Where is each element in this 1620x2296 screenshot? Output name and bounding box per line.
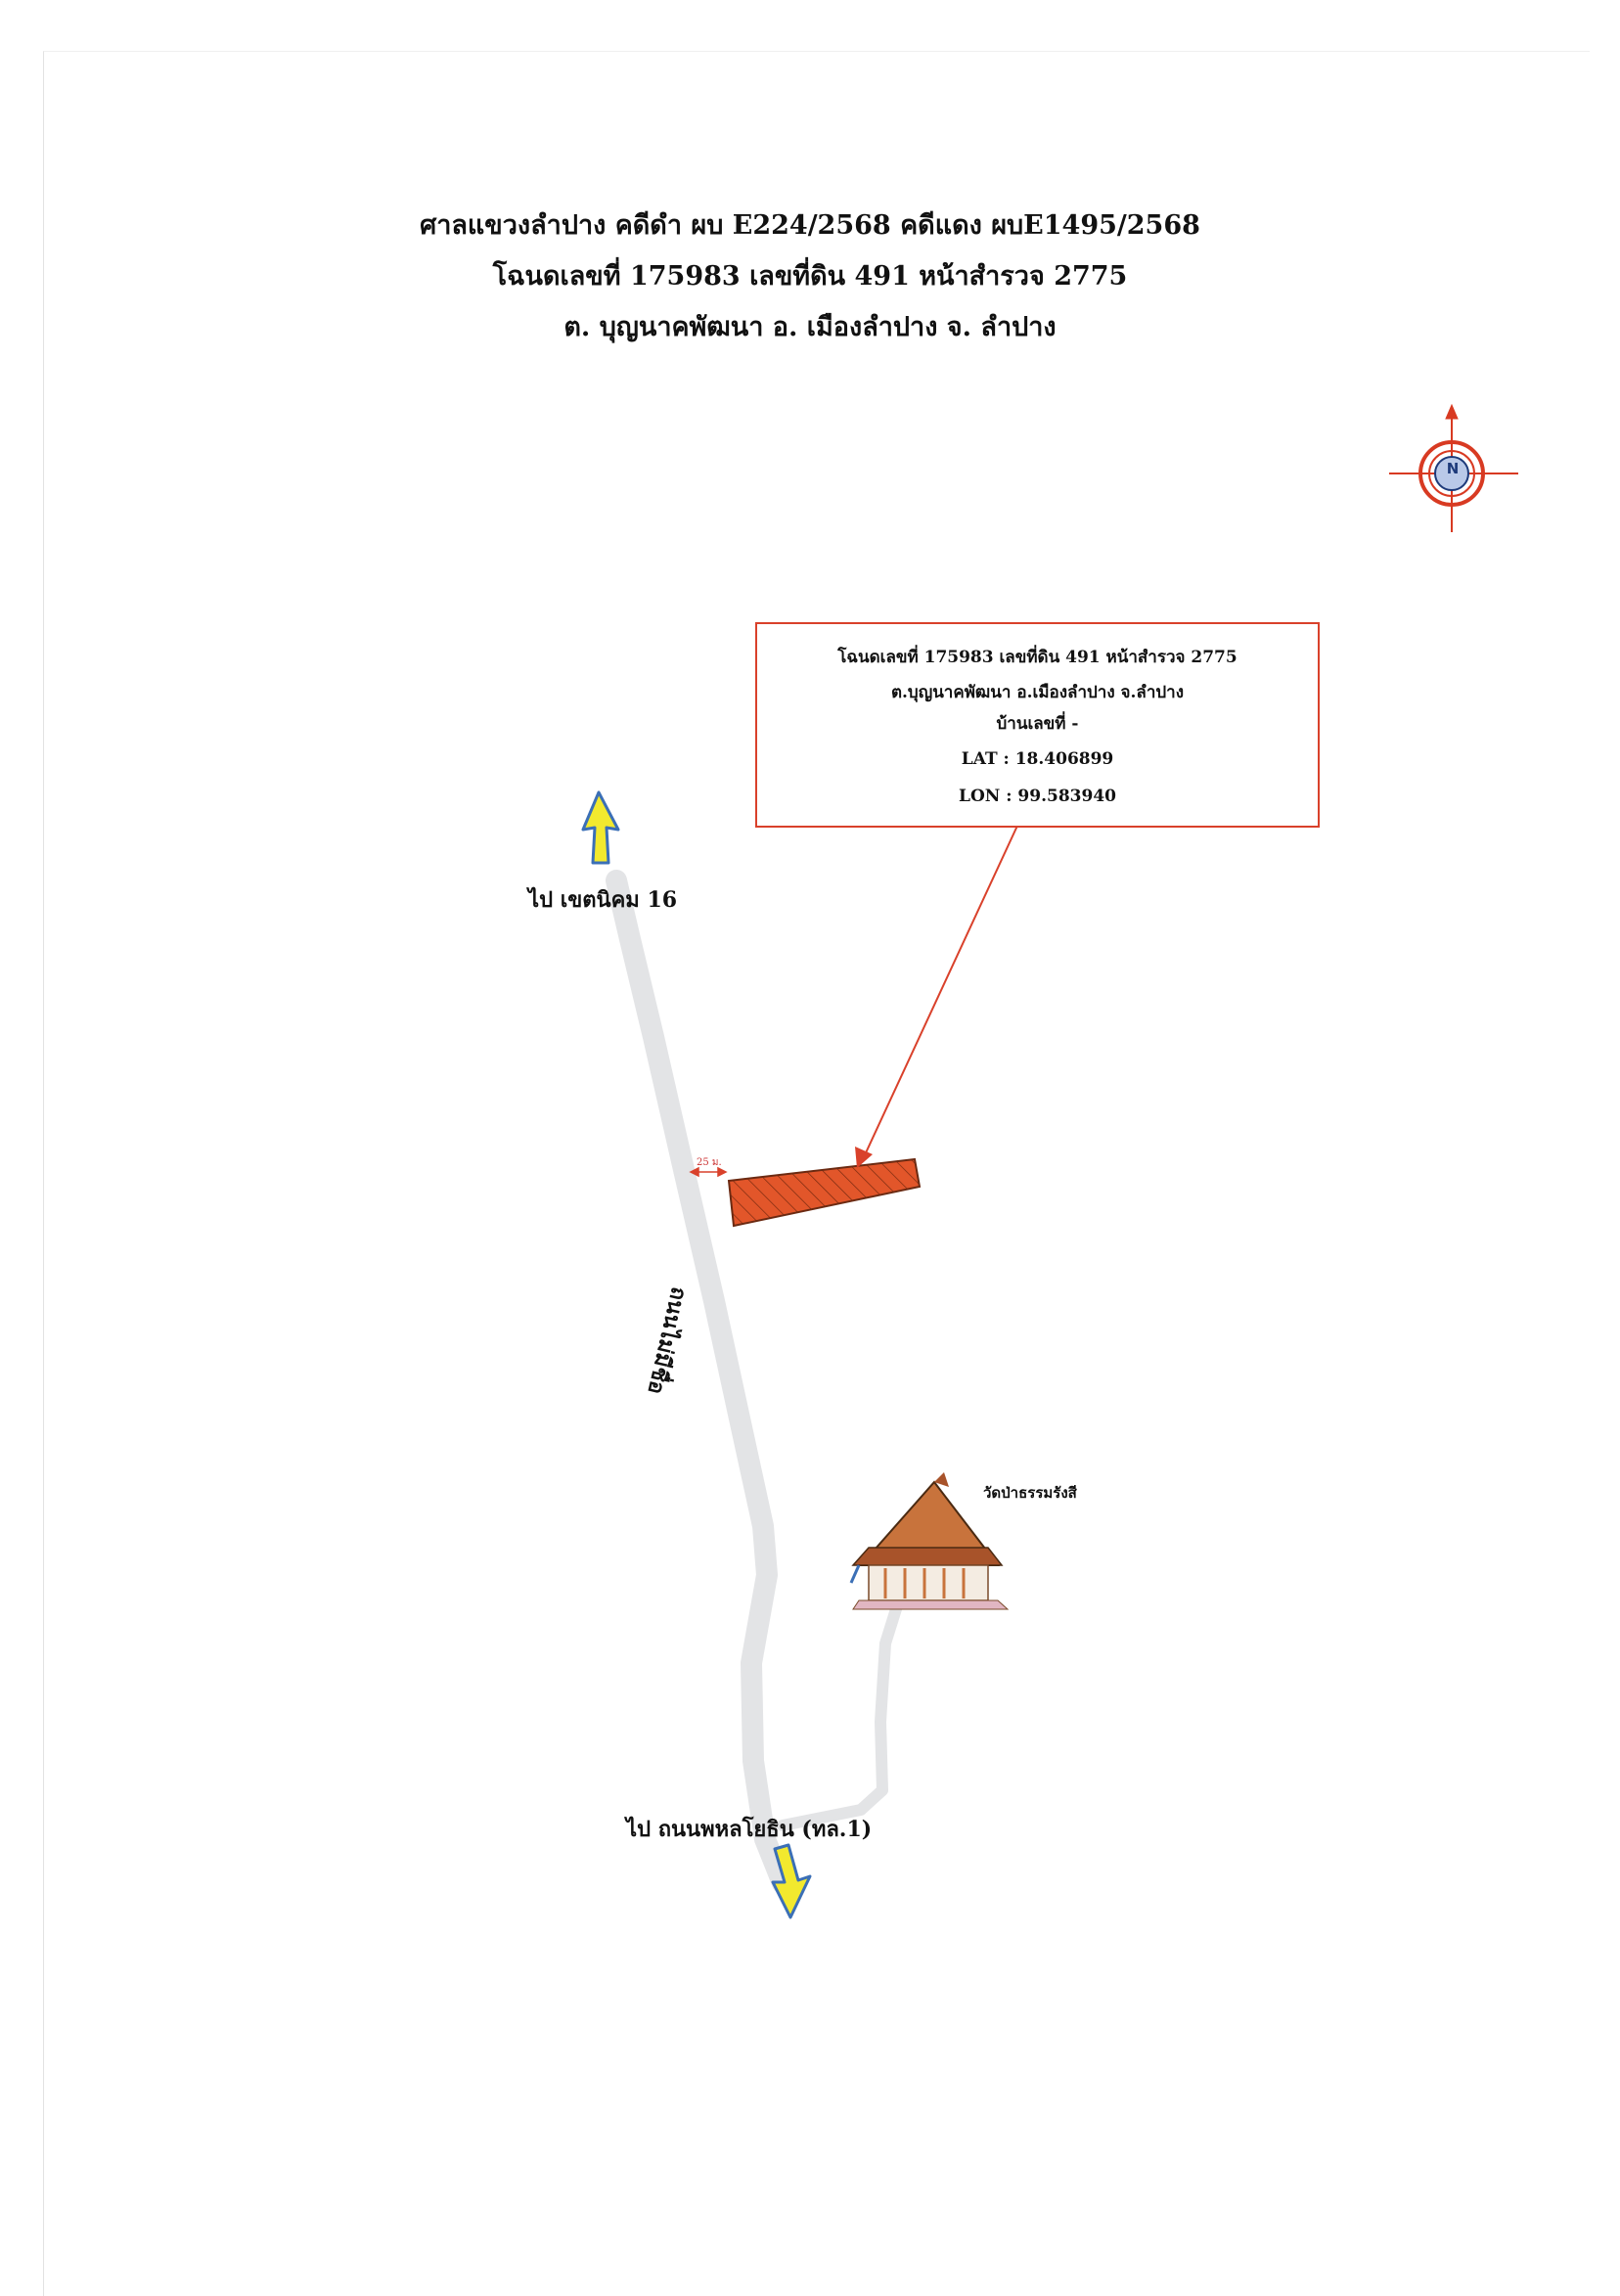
main-road: [606, 870, 793, 1894]
distance-marker: [689, 1166, 728, 1178]
south-destination-label: ไป ถนนพหลโยธิน (ทล.1): [626, 1817, 873, 1842]
temple-label: วัดป่าธรรมรังสี: [983, 1484, 1077, 1502]
distance-label: 25 ม.: [697, 1157, 722, 1168]
south-direction-arrow: [771, 1843, 812, 1919]
leader-line: [862, 825, 1018, 1160]
compass-rose-icon: [1389, 403, 1518, 532]
info-latitude: LAT : 18.406899: [961, 749, 1114, 769]
temple-lane: [777, 1591, 906, 1831]
page-border: [43, 51, 1590, 2296]
north-destination-label: ไป เขตนิคม 16: [528, 887, 678, 913]
temple-icon: [849, 1472, 1010, 1610]
header-deed-number: โฉนดเลขที่ 175983 เลขที่ดิน 491 หน้าสำรว…: [492, 261, 1128, 292]
leader-arrowhead: [855, 1147, 873, 1168]
info-deed-line: โฉนดเลขที่ 175983 เลขที่ดิน 491 หน้าสำรว…: [837, 648, 1238, 667]
land-parcel: [727, 1157, 922, 1228]
info-location-line: ต.บุญนาคพัฒนา อ.เมืองลำปาง จ.ลำปาง: [890, 683, 1185, 702]
north-direction-arrow: [581, 790, 620, 865]
header-location: ต. บุญนาคพัฒนา อ. เมืองลำปาง จ. ลำปาง: [563, 312, 1057, 342]
info-longitude: LON : 99.583940: [959, 787, 1116, 806]
header-court-case: ศาลแขวงลำปาง คดีดำ ผบ E224/2568 คดีแดง ผ…: [420, 210, 1200, 241]
parcel-info-box: โฉนดเลขที่ 175983 เลขที่ดิน 491 หน้าสำรว…: [755, 622, 1320, 828]
compass-north-letter: N: [1446, 460, 1460, 477]
info-house-number: บ้านเลขที่ -: [996, 714, 1079, 734]
